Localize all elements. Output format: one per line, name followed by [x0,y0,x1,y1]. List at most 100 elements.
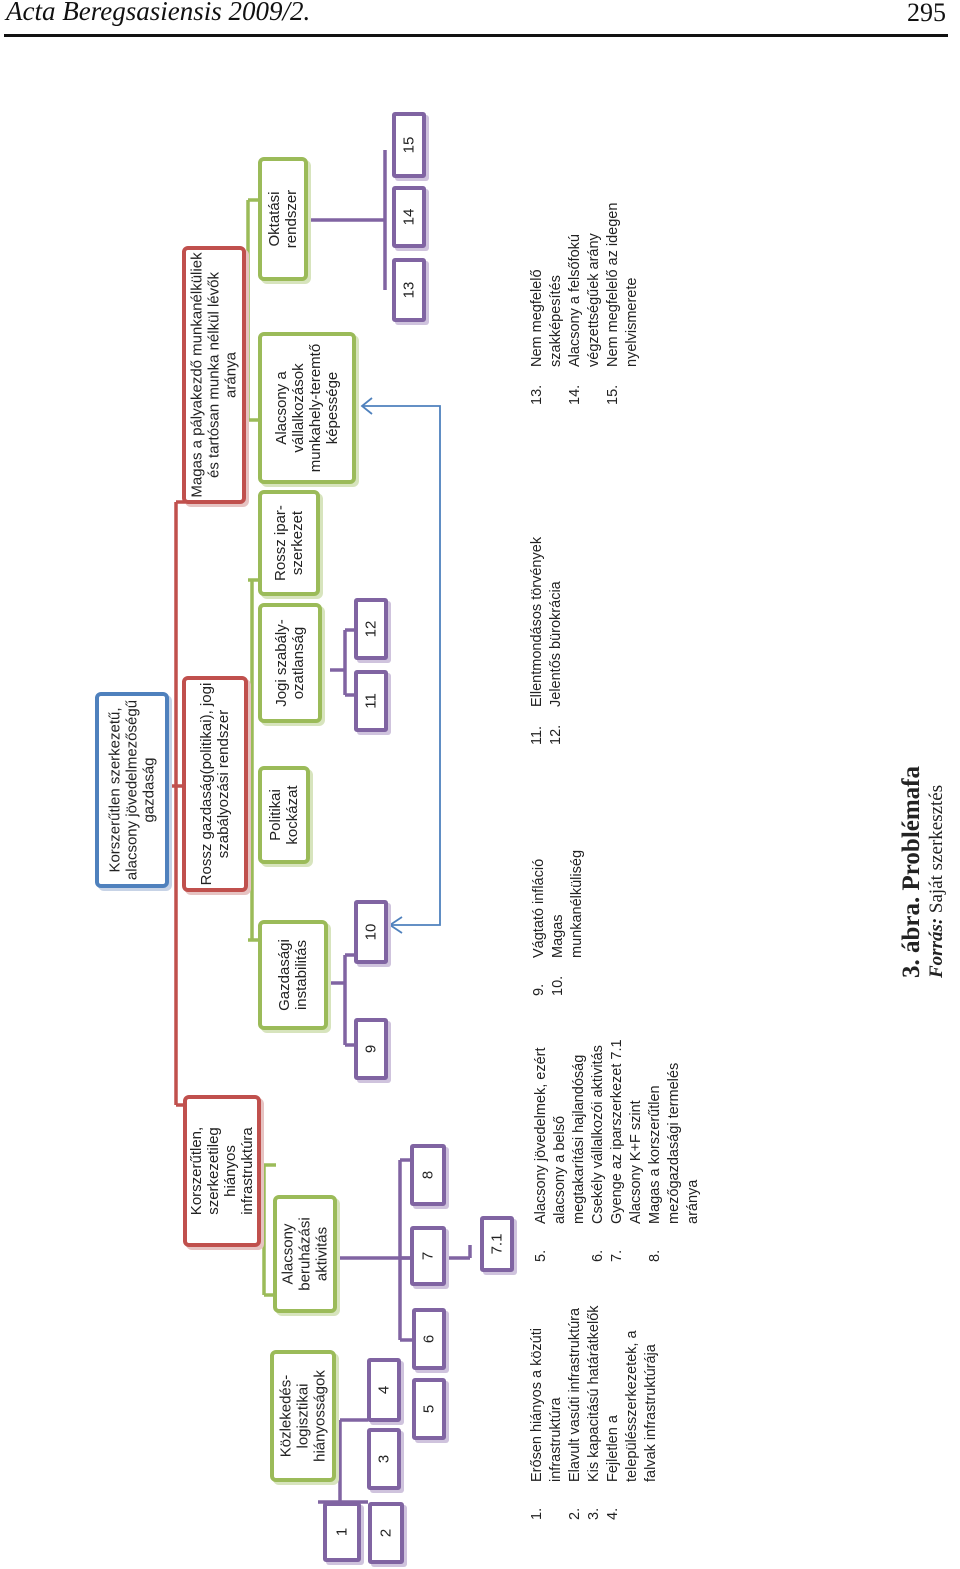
subcause-transport-box: Közlekedés-logisztikai hiányosságok [270,1350,336,1482]
subcause-investment-box: Alacsony beruházási aktivitás [273,1195,337,1313]
leaf-12: 12 [354,598,388,660]
cause-infrastructure-label: Korszerűtlen, szerkezetileg hiányos infr… [188,1126,256,1216]
subcause-jobcreation-label: Alacsony a vállalkozások munkahely-terem… [273,343,341,473]
legend-item: 14. Alacsony a felsőfokú végzettségűek ar… [566,180,604,405]
page-header: Acta Beregsasiensis 2009/2. 295 [0,0,960,40]
legend-text: Alacsony a felsőfokú végzettségűek arány [567,233,602,367]
leaf-10-label: 10 [362,923,380,941]
legend-text: Gyenge az iparszerkezet 7.1 Alacsony K+F… [609,1039,644,1224]
leaf-8: 8 [410,1144,446,1206]
leaf-6-label: 6 [420,1334,438,1344]
legend-number: 3. [586,1507,602,1520]
legend-number: 8. [647,1249,663,1262]
leaf-4: 4 [367,1358,401,1422]
subcause-industry-box: Rossz ipar-szerkezet [258,490,320,596]
legend-item: 7. Gyenge az iparszerkezet 7.1 Alacsony K… [608,1032,646,1262]
leaf-7-1: 7.1 [480,1216,514,1272]
root-problem-label: Korszerűtlen szerkezetű, alacsony jövede… [106,699,158,881]
leaf-11: 11 [354,670,388,732]
legend-item: 9. Vágtató infláció [530,816,549,996]
leaf-1: 1 [323,1502,361,1562]
legend-text: Magas munkanélküliség [550,849,585,958]
subcause-industry-label: Rossz ipar-szerkezet [272,505,306,581]
leaf-5: 5 [412,1378,446,1440]
subcause-legal-label: Jogi szabály-ozatlanság [273,619,307,707]
subcause-education-label: Oktatási rendszer [266,189,300,249]
legend-item: 15.Nem megfelelő az idegen nyelvismerete [604,180,642,405]
legend-number: 9. [531,983,547,996]
subcause-investment-label: Alacsony beruházási aktivitás [279,1217,331,1291]
leaf-13: 13 [392,258,426,322]
leaf-3: 3 [367,1428,401,1490]
legend-text: Csekély vállalkozói aktivitás [590,1045,606,1224]
legend-number: 12. [548,724,564,745]
leaf-1-label: 1 [333,1527,351,1537]
legend-text: Nem megfelelő az idegen nyelvismerete [605,202,640,367]
leaf-14-label: 14 [400,208,418,226]
cause-unemployment-box: Magas a pályakezdő munkanélküliek és tar… [182,246,246,504]
leaf-2: 2 [368,1502,404,1564]
leaf-15: 15 [392,112,426,178]
legend-column-5: 13. Nem megfelelő szakképesítés 14. Alacso… [528,180,642,405]
leaf-12-label: 12 [362,620,380,638]
legend-item: 6. Csekély vállalkozói aktivitás [589,1032,608,1262]
figure-caption: 3. ábra. Problémafa Forrás: Saját szerke… [898,766,948,978]
legend-number: 11. [529,725,545,745]
legend-column-1: 1.Erősen hiányos a közúti infrastruktúra… [528,1305,661,1520]
legend-text: Fejletlen a településszerkezetek, a falv… [605,1330,659,1482]
legend-item: 12. Jelentős bürokrácia [547,525,566,745]
leaf-15-label: 15 [400,136,418,154]
leaf-7-1-label: 7.1 [488,1233,506,1255]
legend-item: 2.Elavult vasúti infrastruktúra [566,1305,585,1520]
root-problem-box: Korszerűtlen szerkezetű, alacsony jövede… [95,692,169,888]
problem-tree-diagram: Korszerűtlen szerkezetű, alacsony jövede… [0,40,960,1569]
subcause-transport-label: Közlekedés-logisztikai hiányosságok [277,1370,329,1462]
journal-title: Acta Beregsasiensis 2009/2. [6,0,311,26]
legend-number: 6. [590,1249,606,1262]
subcause-education-box: Oktatási rendszer [258,157,308,281]
legend-item: 8.Magas a korszerűtlen mezőgazdasági ter… [646,1032,703,1262]
cause-regulation-label: Rossz gazdaság(politikai), jogi szabályo… [198,682,232,886]
legend-number: 14. [567,384,583,405]
subcause-jobcreation-box: Alacsony a vállalkozások munkahely-terem… [258,332,356,484]
subcause-political-box: Politikai kockázat [258,766,310,864]
legend-text: Alacsony jövedelmek, ezért alacsony a be… [533,1047,587,1225]
leaf-7-label: 7 [419,1251,437,1261]
leaf-8-label: 8 [419,1170,437,1180]
leaf-9: 9 [354,1018,388,1080]
legend-column-3: 9. Vágtató infláció 10. Magas munkanélküli… [530,816,587,996]
cause-regulation-box: Rossz gazdaság(politikai), jogi szabályo… [182,676,248,892]
legend-column-4: 11. Ellentmondásos törvények 12. Jelentős … [528,525,566,745]
legend-item: 1.Erősen hiányos a közúti infrastruktúra [528,1305,566,1520]
page-number: 295 [907,0,946,27]
legend-text: Elavult vasúti infrastruktúra [567,1307,583,1482]
leaf-4-label: 4 [375,1385,393,1395]
legend-text: Erősen hiányos a közúti infrastruktúra [529,1328,564,1482]
caption-source: Forrás: Saját szerkesztés [926,766,948,978]
caption-title: 3. ábra. Problémafa [898,765,925,978]
legend-number: 13. [529,384,545,405]
cause-infrastructure-box: Korszerűtlen, szerkezetileg hiányos infr… [183,1095,261,1247]
legend-text: Jelentős bürokrácia [548,581,564,707]
leaf-3-label: 3 [375,1454,393,1464]
legend-number: 5. [533,1249,549,1262]
leaf-14: 14 [392,186,426,248]
legend-item: 3.Kis kapacitású határátkelők [585,1305,604,1520]
subcause-economic-box: Gazdasági instabilitás [258,920,328,1030]
legend-number: 10. [550,975,566,996]
leaf-6: 6 [412,1308,446,1370]
leaf-7: 7 [410,1226,446,1286]
legend-item: 11. Ellentmondásos törvények [528,525,547,745]
legend-text: Ellentmondásos törvények [529,536,545,707]
legend-number: 7. [609,1249,625,1262]
legend-text: Vágtató infláció [531,858,547,958]
legend-text: Nem megfelelő szakképesítés [529,269,564,367]
legend-item: 4.Fejletlen a településszerkezetek, a fa… [604,1305,661,1520]
legend-item: 5. Alacsony jövedelmek, ezért alacsony a … [532,1032,589,1263]
subcause-legal-box: Jogi szabály-ozatlanság [258,603,322,723]
caption-source-text: Saját szerkesztés [926,784,947,914]
legend-item: 13. Nem megfelelő szakképesítés [528,180,566,405]
cause-unemployment-label: Magas a pályakezdő munkanélküliek és tar… [188,252,240,498]
legend-column-2: 5. Alacsony jövedelmek, ezért alacsony a … [532,1032,703,1262]
leaf-11-label: 11 [362,693,380,709]
